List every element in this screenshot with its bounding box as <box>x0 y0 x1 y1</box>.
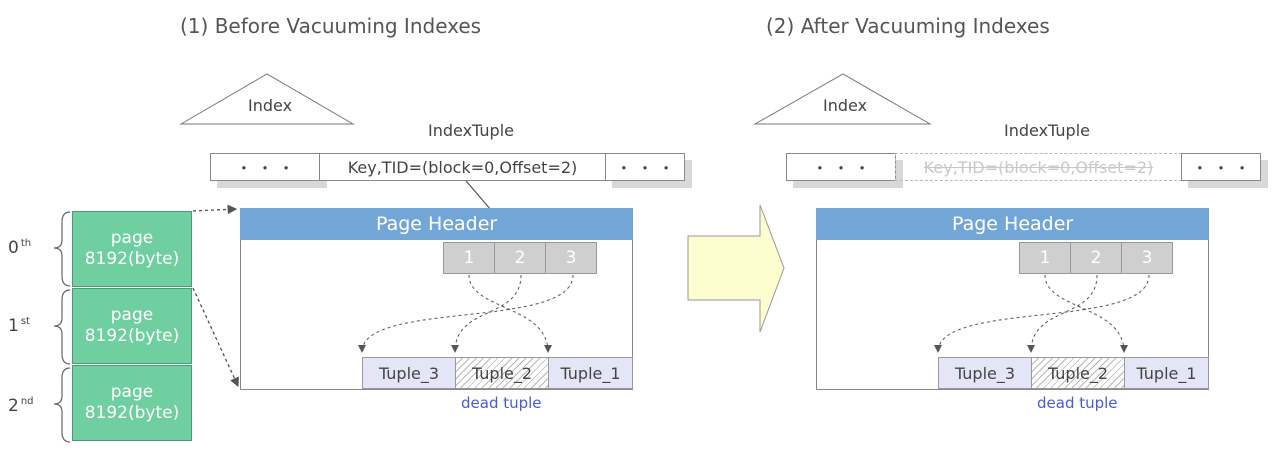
page-box-2: page 8192(byte) <box>72 365 192 441</box>
page-header-1: Page Header <box>240 208 633 240</box>
dead-tuple-label-2: dead tuple <box>1037 394 1118 412</box>
transition-arrow <box>687 204 785 333</box>
index-triangle-1 <box>179 73 355 125</box>
tuple-3-p2: Tuple_3 <box>938 357 1032 389</box>
index-label-2: Index <box>823 96 868 115</box>
lp-arrow-2-p2 <box>1027 274 1098 353</box>
tuple-3-p1: Tuple_3 <box>362 357 456 389</box>
page-header-2: Page Header <box>816 208 1209 240</box>
brace-2 <box>53 367 71 443</box>
page-box-0: page 8192(byte) <box>72 211 192 287</box>
page-label: page <box>110 305 154 325</box>
brace-1 <box>53 289 71 365</box>
tuple-1-p1: Tuple_1 <box>548 357 633 389</box>
page-label: page <box>110 228 154 248</box>
index-entry-key-1: Key,TID=(block=0,Offset=2) <box>319 153 606 181</box>
lp-arrow-3-p2 <box>934 274 1150 353</box>
index-triangle-2 <box>753 73 932 125</box>
line-pointer-2: 2 <box>494 242 546 274</box>
page-size: 8192(byte) <box>84 403 180 423</box>
index-entry-ellipsis-right-2: ・ ・ ・ <box>1181 153 1261 181</box>
line-pointers-2: 1 2 3 <box>1019 242 1179 274</box>
brace-0 <box>53 211 71 287</box>
lp-arrow-2-p1 <box>451 274 522 353</box>
indextuple-label-1: IndexTuple <box>428 121 514 140</box>
zoom-line-bottom <box>192 287 239 388</box>
page-box-1: page 8192(byte) <box>72 288 192 364</box>
line-pointer-3: 3 <box>1121 242 1173 274</box>
line-pointer-1: 1 <box>443 242 495 274</box>
index-entry-key-deleted-2: Key,TID=(block=0,Offset=2) <box>895 153 1182 181</box>
indextuple-label-2: IndexTuple <box>1004 121 1090 140</box>
index-entry-ellipsis-left-2: ・ ・ ・ <box>786 153 896 181</box>
page-label: page <box>110 382 154 402</box>
index-label-1: Index <box>248 96 293 115</box>
line-pointer-2: 2 <box>1070 242 1122 274</box>
dead-tuple-label-1: dead tuple <box>461 394 542 412</box>
panel2-title: (2) After Vacuuming Indexes <box>766 14 1050 38</box>
page-size: 8192(byte) <box>84 249 180 269</box>
page-size: 8192(byte) <box>84 326 180 346</box>
line-pointers-1: 1 2 3 <box>443 242 603 274</box>
index-entry-ellipsis-right-1: ・ ・ ・ <box>605 153 685 181</box>
line-pointer-1: 1 <box>1019 242 1071 274</box>
tuple-1-p2: Tuple_1 <box>1124 357 1209 389</box>
zoom-line-top <box>192 204 238 215</box>
index-entry-ellipsis-left-1: ・ ・ ・ <box>210 153 320 181</box>
line-pointer-3: 3 <box>545 242 597 274</box>
lp-arrow-3-p1 <box>358 274 574 353</box>
panel1-title: (1) Before Vacuuming Indexes <box>180 14 482 38</box>
tuple-2-dead-p2: Tuple_2 <box>1031 357 1125 389</box>
tuple-2-dead-p1: Tuple_2 <box>455 357 549 389</box>
